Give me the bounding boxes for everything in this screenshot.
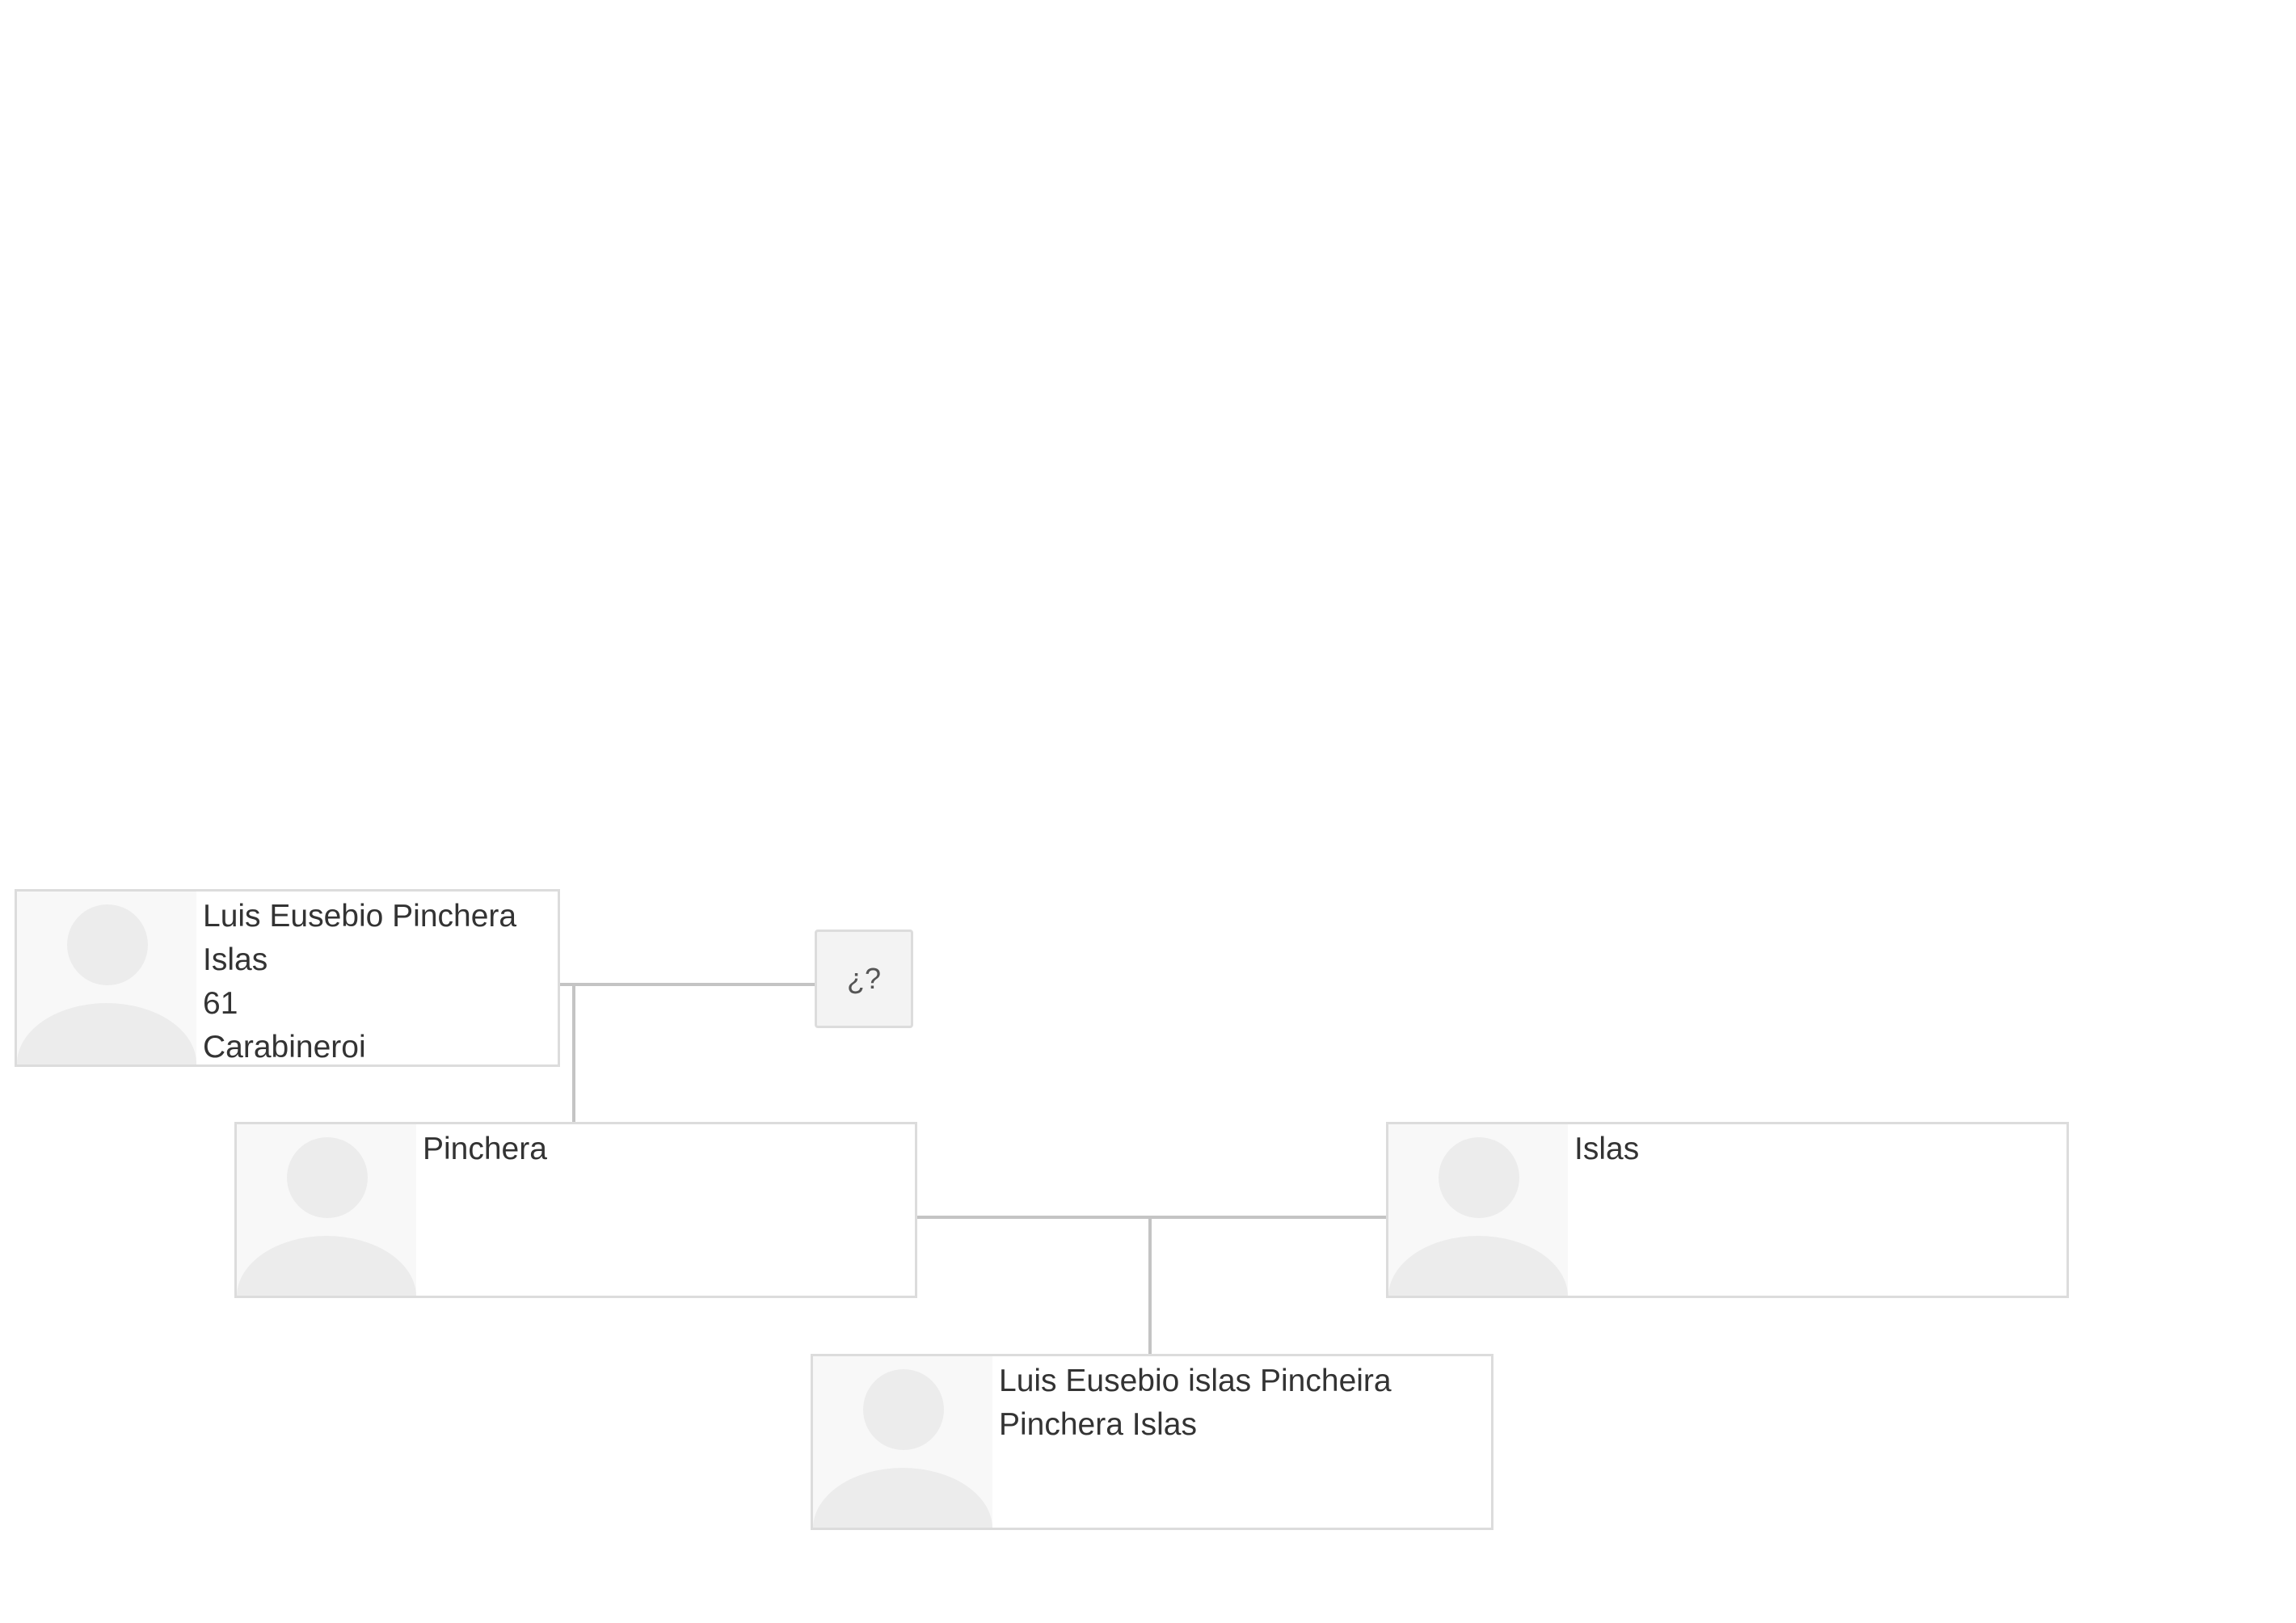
person-info: Luis Eusebio islas Pincheira Pinchera Is… (992, 1356, 1392, 1528)
person-occupation: Carabineroi (203, 1030, 366, 1064)
person-card-father[interactable]: Pinchera (234, 1122, 917, 1298)
person-name: Islas (1574, 1132, 1640, 1166)
person-info: Luis Eusebio Pinchera Islas 61 Carabiner… (196, 892, 516, 1064)
person-name: Pinchera (423, 1132, 547, 1166)
person-card-mother[interactable]: Islas (1386, 1122, 2069, 1298)
person-age: 61 (203, 986, 238, 1021)
person-surname: Pinchera Islas (999, 1407, 1197, 1442)
person-info: Pinchera (416, 1124, 547, 1296)
person-card-child[interactable]: Luis Eusebio islas Pincheira Pinchera Is… (811, 1354, 1493, 1530)
person-surname: Islas (203, 942, 268, 977)
unknown-spouse-label: ¿? (846, 962, 881, 995)
person-info: Islas (1568, 1124, 1639, 1296)
person-silhouette-icon (17, 892, 196, 1064)
person-silhouette-icon (813, 1356, 992, 1528)
person-name: Luis Eusebio islas Pincheira (999, 1364, 1392, 1398)
unknown-spouse-card[interactable]: ¿? (815, 930, 913, 1028)
person-silhouette-icon (1388, 1124, 1568, 1296)
person-silhouette-icon (237, 1124, 416, 1296)
person-name: Luis Eusebio Pinchera (203, 899, 517, 934)
person-card-grandfather[interactable]: Luis Eusebio Pinchera Islas 61 Carabiner… (15, 889, 560, 1067)
